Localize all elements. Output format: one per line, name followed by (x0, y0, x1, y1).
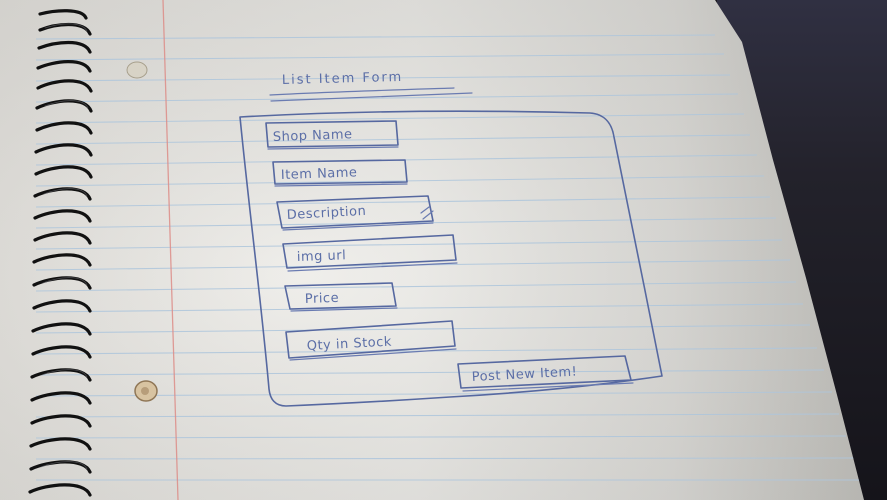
field-description: Description (276, 195, 434, 231)
field-box-img-url (282, 234, 457, 269)
sketch-title: List Item Form (282, 70, 404, 88)
field-item-name: Item Name (272, 159, 408, 187)
title-underline-one (269, 87, 455, 96)
red-margin-line (162, 0, 179, 500)
title-underline-two (270, 92, 473, 102)
field-label-shop-name: Shop Name (273, 127, 353, 145)
field-box-description (276, 195, 434, 229)
punched-hole-reinforcement-inner (141, 387, 149, 395)
field-box-item-name (272, 159, 408, 185)
field-label-description: Description (286, 204, 366, 223)
field-box-shop-name (265, 120, 399, 148)
submit-button-label: Post New Item! (471, 364, 577, 385)
punched-hole-top (126, 61, 148, 79)
field-label-item-name: Item Name (281, 165, 358, 183)
description-resize-mark (420, 206, 434, 220)
field-box-qty-in-stock (285, 320, 456, 359)
field-label-price: Price (305, 291, 340, 307)
submit-button-sketch: Post New Item! (457, 355, 634, 392)
field-box-shadow-item-name (274, 183, 408, 187)
field-qty-in-stock: Qty in Stock (285, 320, 457, 361)
field-box-price (284, 282, 397, 310)
page-lighting (0, 0, 864, 500)
field-box-shadow-qty-in-stock (289, 348, 457, 361)
field-label-img-url: img url (297, 248, 347, 265)
submit-button-outline (457, 355, 632, 389)
field-box-shadow-img-url (287, 262, 458, 272)
field-img-url: img url (282, 234, 458, 272)
field-price: Price (284, 282, 398, 312)
spiral-binding (28, 9, 93, 497)
submit-button-shadow (462, 382, 634, 392)
field-box-shadow-price (290, 307, 398, 312)
field-label-qty-in-stock: Qty in Stock (306, 335, 392, 354)
field-shop-name: Shop Name (265, 120, 399, 150)
field-box-shadow-shop-name (267, 146, 399, 150)
field-box-shadow-description (282, 222, 434, 231)
